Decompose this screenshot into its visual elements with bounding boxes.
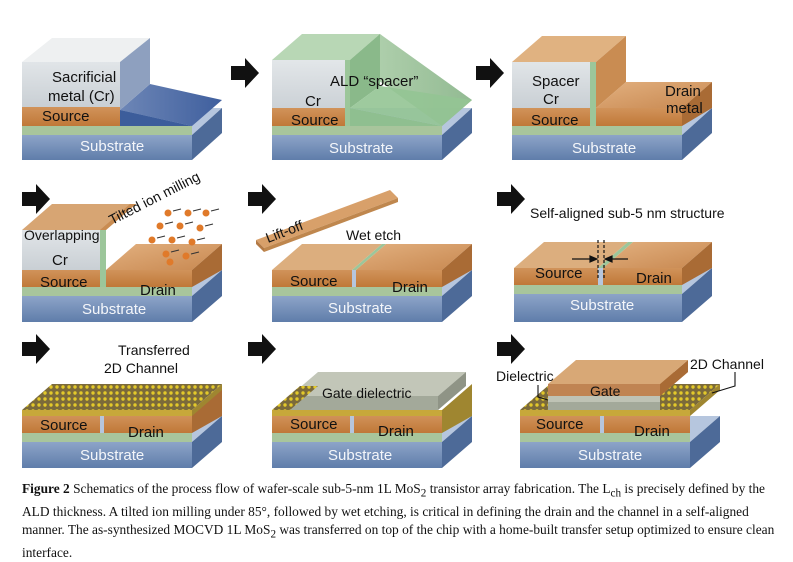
arrow-7	[248, 334, 276, 364]
panel-3: Spacer Cr Source Drain metal Substrate	[512, 36, 712, 160]
cr-label-2: Cr	[305, 93, 321, 110]
channel-2d-label-2: 2D Channel	[690, 356, 764, 372]
arrow-4	[248, 184, 276, 214]
substrate-label-7: Substrate	[80, 447, 144, 464]
drain-label-5: Drain	[392, 279, 428, 296]
drain-label-7: Drain	[128, 424, 164, 441]
source-label-4: Source	[40, 274, 88, 291]
substrate-label-5: Substrate	[328, 300, 392, 317]
substrate-label-3: Substrate	[572, 140, 636, 157]
source-label-6: Source	[535, 265, 583, 282]
overlapping-label: Overlapping	[24, 227, 100, 243]
drain-label-6: Drain	[636, 270, 672, 287]
gate-dielectric-block	[290, 372, 466, 396]
gap-marker	[572, 240, 628, 278]
caption-text: Schematics of the process flow of wafer-…	[22, 481, 775, 561]
channel-2d-label: 2D Channel	[104, 360, 178, 376]
drain-label-9: Drain	[634, 423, 670, 440]
substrate-block	[22, 135, 192, 160]
substrate-label-9: Substrate	[578, 447, 642, 464]
cr-block	[22, 62, 120, 107]
callout-lines	[537, 372, 736, 401]
panel-7: Transferred 2D Channel Source Drain Subs…	[22, 342, 222, 468]
substrate-label: Substrate	[80, 138, 144, 155]
source-label-9: Source	[536, 416, 584, 433]
panel-9: Gate Dielectric 2D Channel Source Drain …	[496, 356, 764, 468]
tilted-ion-milling-label: Tilted ion milling	[106, 168, 202, 228]
arrow-8	[497, 334, 525, 364]
panel-2: ALD “spacer” Cr Source Substrate	[272, 34, 472, 160]
self-aligned-label: Self-aligned sub-5 nm structure	[530, 205, 725, 221]
cr-label-4: Cr	[52, 252, 68, 269]
process-flow-figure: Sacrificial metal (Cr) Source Substrate …	[22, 34, 764, 468]
dielectric-label: Dielectric	[496, 368, 554, 384]
ion-beams	[148, 208, 220, 266]
arrow-3	[22, 184, 50, 214]
gate-dielectric-label: Gate dielectric	[322, 385, 411, 401]
substrate-label-2: Substrate	[329, 140, 393, 157]
arrow-5	[497, 184, 525, 214]
wet-etch-label: Wet etch	[346, 227, 401, 243]
drain-metal-label: metal	[666, 100, 703, 117]
sacrificial-label: Sacrificial	[52, 69, 116, 86]
drain-label-3: Drain	[665, 83, 701, 100]
source-label: Source	[42, 108, 90, 125]
arrow-2	[476, 58, 504, 88]
spacer-label: Spacer	[532, 73, 580, 90]
transferred-label: Transferred	[118, 342, 190, 358]
substrate-label-6: Substrate	[570, 297, 634, 314]
figure-caption: Figure 2 Schematics of the process flow …	[22, 480, 782, 562]
source-block	[22, 107, 120, 126]
panel-8: Gate dielectric Source Drain Substrate	[272, 372, 472, 468]
panel-5: Lift-off Wet etch Source Drain Substrate	[256, 190, 472, 322]
figure-number: Figure 2	[22, 481, 70, 496]
sacrificial-label-2: metal (Cr)	[48, 88, 115, 105]
source-label-5: Source	[290, 273, 338, 290]
ald-spacer-label: ALD “spacer”	[330, 73, 418, 90]
source-label-3: Source	[531, 112, 579, 129]
source-label-8: Source	[290, 416, 338, 433]
cr-label-3: Cr	[543, 91, 559, 108]
panel-4: Overlapping Cr Source Drain Substrate Ti…	[22, 168, 222, 322]
drain-label-4: Drain	[140, 282, 176, 299]
gate-label: Gate	[590, 383, 621, 399]
panel-1: Sacrificial metal (Cr) Source Substrate	[22, 38, 222, 160]
source-label-7: Source	[40, 417, 88, 434]
drain-label-8: Drain	[378, 423, 414, 440]
substrate-label-4: Substrate	[82, 301, 146, 318]
substrate-label-8: Substrate	[328, 447, 392, 464]
mos2-layer	[22, 384, 222, 410]
arrow-6	[22, 334, 50, 364]
arrow-1	[231, 58, 259, 88]
source-label-2: Source	[291, 112, 339, 129]
panel-6: Self-aligned sub-5 nm structure Source D…	[514, 205, 725, 322]
